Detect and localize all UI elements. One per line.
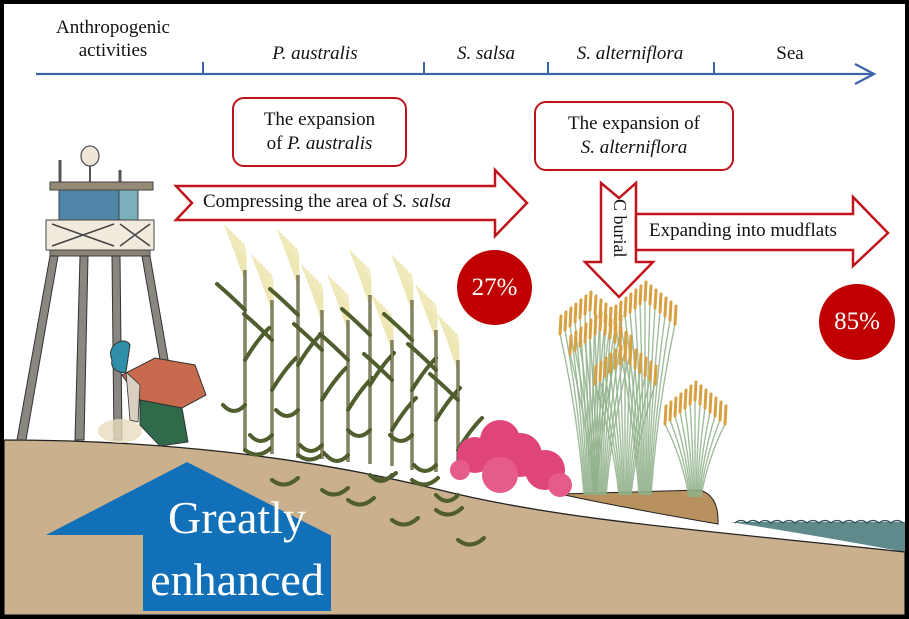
callout-text: of — [266, 133, 288, 154]
zone-label-anthropogenic: Anthropogenic activities — [38, 16, 188, 62]
zone-label-line: activities — [78, 40, 148, 61]
reed-stalk — [242, 254, 300, 487]
arrow-text: Compressing the area of — [203, 191, 393, 212]
badge-85-percent: 85% — [819, 284, 895, 360]
zone-label-s-alterniflora: S. alterniflora — [576, 43, 684, 64]
s-alterniflora-grass-icon — [558, 280, 728, 498]
zone-label-line: Anthropogenic — [56, 17, 170, 38]
arrow-species: S. salsa — [392, 191, 452, 212]
greatly-enhanced-label: Greatly enhanced — [143, 487, 331, 611]
s-salsa-shrub-icon — [450, 420, 572, 497]
sea-water — [720, 522, 905, 552]
expand-arrow-label: Expanding into mudflats — [649, 220, 837, 241]
callout-species: P. australis — [287, 133, 373, 154]
reed-stalk — [362, 294, 420, 527]
grass-clump — [593, 340, 658, 496]
callout-s-alterniflora-expansion: The expansion of S. alterniflora — [534, 101, 734, 171]
enhanced-line: enhanced — [150, 554, 324, 605]
grass-clump — [613, 280, 678, 496]
compress-arrow-label: Compressing the area of S. salsa — [203, 191, 451, 213]
callout-line: of P. australis — [234, 132, 405, 156]
enhanced-line: Greatly — [168, 492, 306, 543]
callout-line: The expansion of — [568, 113, 700, 134]
person-harvesting-icon — [98, 340, 207, 447]
callout-line: The expansion — [263, 109, 376, 130]
zone-label-sea: Sea — [776, 43, 804, 64]
c-burial-arrow — [582, 180, 656, 299]
callout-p-australis-expansion: The expansion of P. australis — [232, 97, 407, 167]
c-burial-label: C burial — [610, 199, 630, 258]
grass-clump — [663, 380, 728, 498]
compress-arrow — [173, 166, 529, 240]
badge-27-percent: 27% — [457, 250, 532, 325]
sediment-bank — [559, 489, 719, 525]
axis-arrowhead-icon — [854, 63, 877, 85]
reed-stalk — [406, 284, 464, 517]
reed-stalk — [215, 224, 273, 457]
sea-waves-icon — [734, 519, 904, 524]
zone-label-p-australis: P. australis — [272, 43, 358, 64]
gradient-axis — [36, 62, 877, 85]
p-australis-reeds-icon — [215, 224, 486, 547]
greatly-enhanced-arrow — [46, 462, 331, 611]
reed-stalk — [318, 274, 376, 507]
expand-arrow — [634, 193, 890, 269]
reed-stalk — [292, 264, 350, 497]
reed-stalk — [340, 249, 398, 482]
zone-label-s-salsa: S. salsa — [456, 43, 516, 64]
reed-stalk — [382, 254, 440, 487]
callout-species: S. alterniflora — [580, 137, 688, 158]
